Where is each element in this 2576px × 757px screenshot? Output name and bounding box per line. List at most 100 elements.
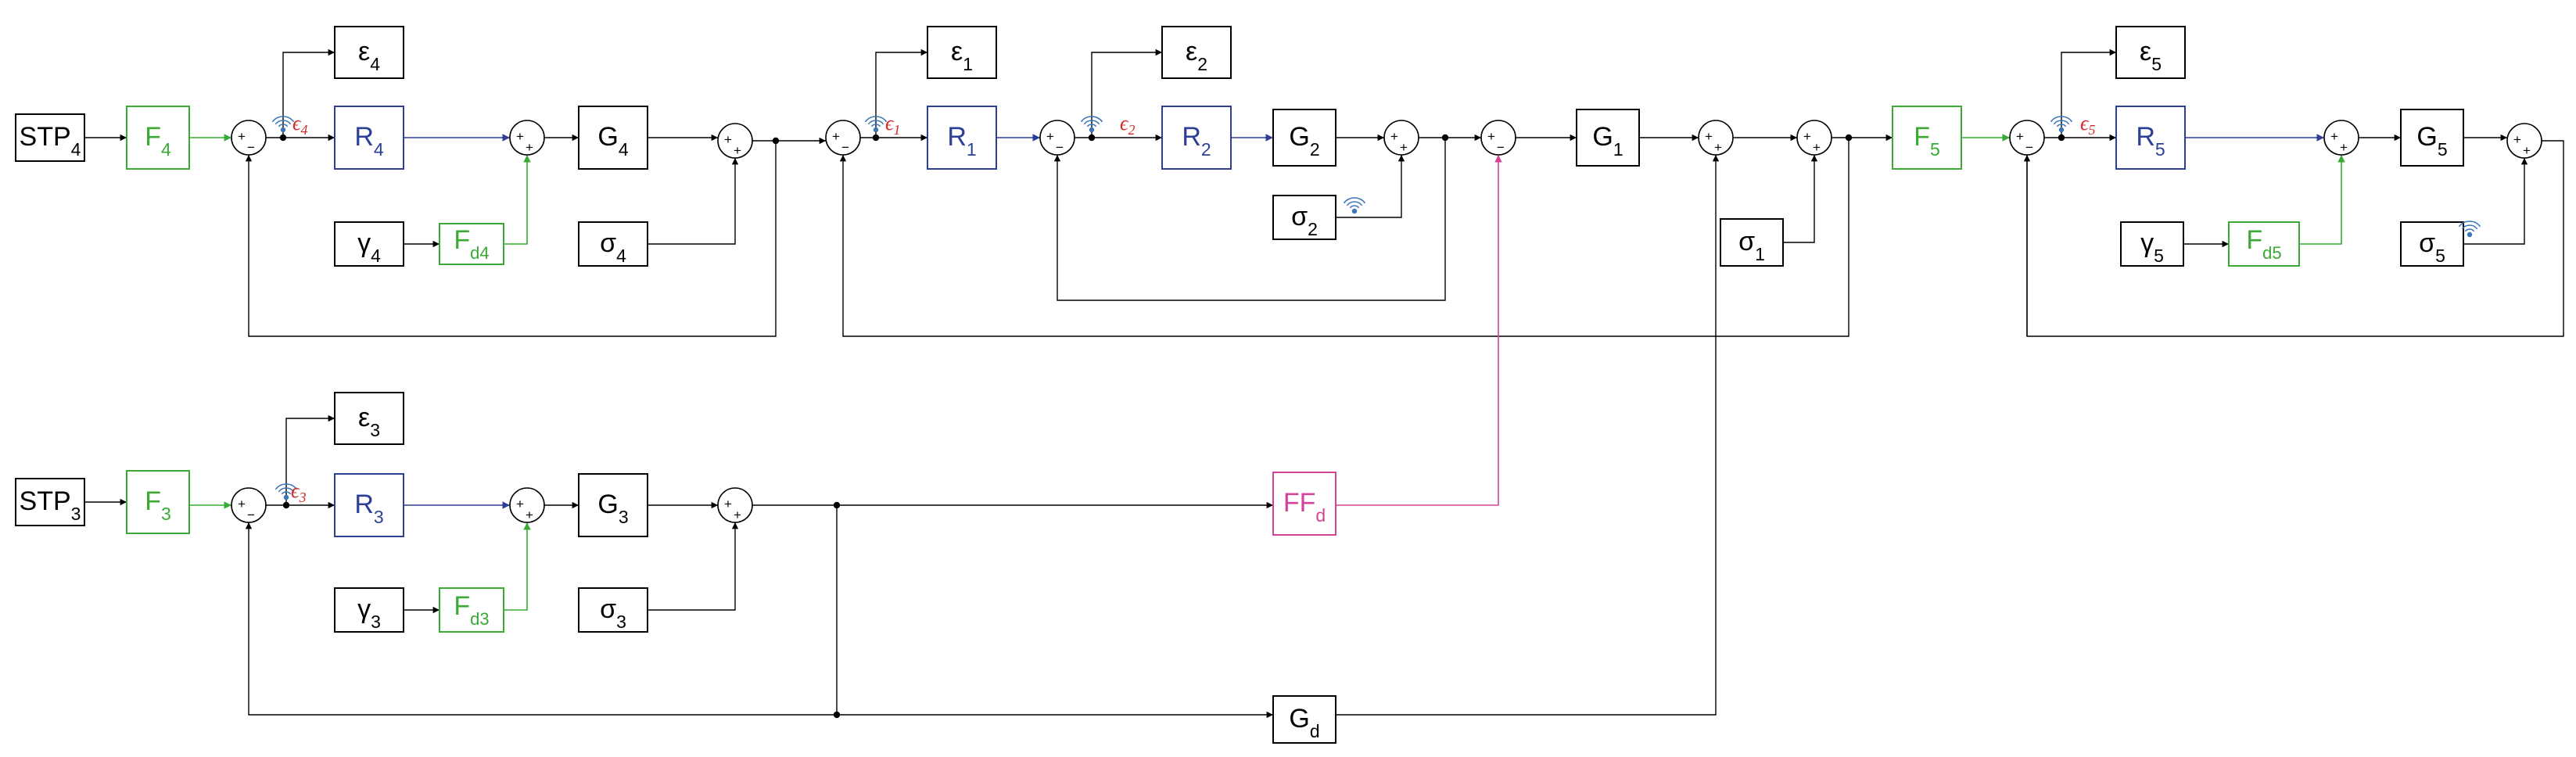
- wireless-signal-icon: [1343, 197, 1366, 214]
- plus-sign: +: [2523, 143, 2531, 158]
- branch-point: [279, 134, 287, 142]
- plus-sign: +: [238, 497, 246, 511]
- signal-sigma2-s2b: [1336, 155, 1405, 218]
- block-fd4: Fd4: [439, 223, 504, 265]
- block-sigma5: σ5: [2400, 221, 2464, 267]
- plus-sign: +: [526, 508, 533, 522]
- signal-sigma1-s1d: [1783, 155, 1818, 243]
- sum-junction-s1c: ++: [1698, 120, 1734, 156]
- plus-sign: +: [1705, 129, 1713, 144]
- block-gd: Gd: [1272, 695, 1336, 744]
- plus-sign: +: [1714, 140, 1722, 155]
- plus-sign: +: [2016, 129, 2024, 144]
- block-g3: G3: [578, 473, 648, 537]
- plus-sign: +: [516, 497, 524, 511]
- block-f3: F3: [126, 470, 190, 534]
- block-r3: R3: [334, 473, 404, 537]
- signal-tap4-eps4: [282, 48, 335, 138]
- block-eps4-box: ε4: [334, 26, 404, 79]
- signal-sigma5-s5c: [2463, 158, 2528, 245]
- branch-point: [282, 501, 290, 509]
- sum-junction-s4a: +−: [231, 120, 267, 156]
- minus-sign: −: [247, 508, 255, 522]
- signal-tap3-eps3: [285, 414, 335, 505]
- sum-junction-s3c: ++: [717, 487, 753, 523]
- sum-junction-s5c: ++: [2506, 123, 2542, 159]
- plus-sign: +: [238, 129, 246, 144]
- block-gamma4: γ4: [334, 221, 404, 267]
- signal-gd-s1c: [1336, 155, 1720, 716]
- plus-sign: +: [724, 132, 732, 147]
- block-sigma2: σ2: [1272, 195, 1336, 240]
- minus-sign: −: [247, 140, 255, 155]
- block-ffd: FFd: [1272, 472, 1336, 536]
- block-g4: G4: [578, 106, 648, 170]
- signal-fb1: [839, 138, 1849, 337]
- error-label-e5: ϵ5: [2080, 112, 2095, 138]
- block-g2: G2: [1272, 109, 1336, 167]
- sum-junction-s5a: +−: [2009, 120, 2045, 156]
- block-f5: F5: [1892, 106, 1962, 170]
- error-label-e4: ϵ4: [292, 112, 307, 138]
- block-eps1-box: ε1: [927, 26, 997, 79]
- branch-point: [772, 137, 780, 145]
- block-f4: F4: [126, 106, 190, 170]
- wireless-signal-icon: [864, 116, 888, 133]
- signal-sigma3-s3c: [648, 522, 739, 611]
- plus-sign: +: [516, 129, 524, 144]
- plus-sign: +: [734, 508, 741, 522]
- plus-sign: +: [832, 129, 840, 144]
- block-eps3-box: ε3: [334, 392, 404, 445]
- signal-fd5-s5b: [2299, 155, 2345, 245]
- plus-sign: +: [2340, 140, 2348, 155]
- block-stp3: STP3: [15, 478, 85, 526]
- wireless-signal-icon: [274, 483, 298, 500]
- branch-point: [1441, 134, 1449, 142]
- plus-sign: +: [1803, 129, 1811, 144]
- wireless-signal-icon: [2458, 221, 2481, 238]
- signal-tap5-eps5: [2061, 48, 2116, 138]
- sum-junction-s1d: ++: [1796, 120, 1832, 156]
- block-gamma5: γ5: [2120, 221, 2184, 267]
- branch-point: [833, 501, 841, 509]
- minus-sign: −: [841, 140, 849, 155]
- sum-junction-s5b: ++: [2323, 120, 2359, 156]
- signal-sigma4-s4c: [648, 158, 739, 245]
- plus-sign: +: [2330, 129, 2338, 144]
- sum-junction-s3b: ++: [509, 487, 545, 523]
- plus-sign: +: [2513, 132, 2521, 147]
- signal-fb3: [245, 505, 838, 716]
- block-fd5: Fd5: [2228, 221, 2300, 267]
- block-sigma4: σ4: [578, 221, 648, 267]
- branch-point: [833, 711, 841, 719]
- wireless-signal-icon: [271, 116, 295, 133]
- plus-sign: +: [1046, 129, 1054, 144]
- signal-tap1-eps1: [875, 48, 927, 138]
- branch-point: [872, 134, 880, 142]
- block-eps2-box: ε2: [1161, 26, 1232, 79]
- block-r5: R5: [2115, 106, 2186, 170]
- block-r4: R4: [334, 106, 404, 170]
- plus-sign: +: [1400, 140, 1408, 155]
- wireless-signal-icon: [2050, 116, 2073, 133]
- block-eps5-box: ε5: [2115, 26, 2186, 79]
- branch-point: [1845, 134, 1853, 142]
- plus-sign: +: [1390, 129, 1398, 144]
- block-r2: R2: [1161, 106, 1232, 170]
- sum-junction-s4c: ++: [717, 123, 753, 159]
- sum-junction-s3a: +−: [231, 487, 267, 523]
- block-fd3: Fd3: [439, 587, 504, 633]
- plus-sign: +: [1813, 140, 1821, 155]
- branch-point: [2058, 134, 2065, 142]
- error-label-e3: ϵ3: [291, 479, 306, 505]
- block-stp4: STP4: [15, 113, 85, 162]
- wireless-signal-icon: [1080, 116, 1103, 133]
- signal-fd4-s4b: [504, 155, 531, 245]
- error-label-e1: ϵ1: [885, 112, 900, 138]
- block-g5: G5: [2400, 109, 2464, 167]
- plus-sign: +: [1487, 129, 1495, 144]
- block-gamma3: γ3: [334, 587, 404, 633]
- minus-sign: −: [2025, 140, 2033, 155]
- signal-fd3-s3b: [504, 522, 531, 611]
